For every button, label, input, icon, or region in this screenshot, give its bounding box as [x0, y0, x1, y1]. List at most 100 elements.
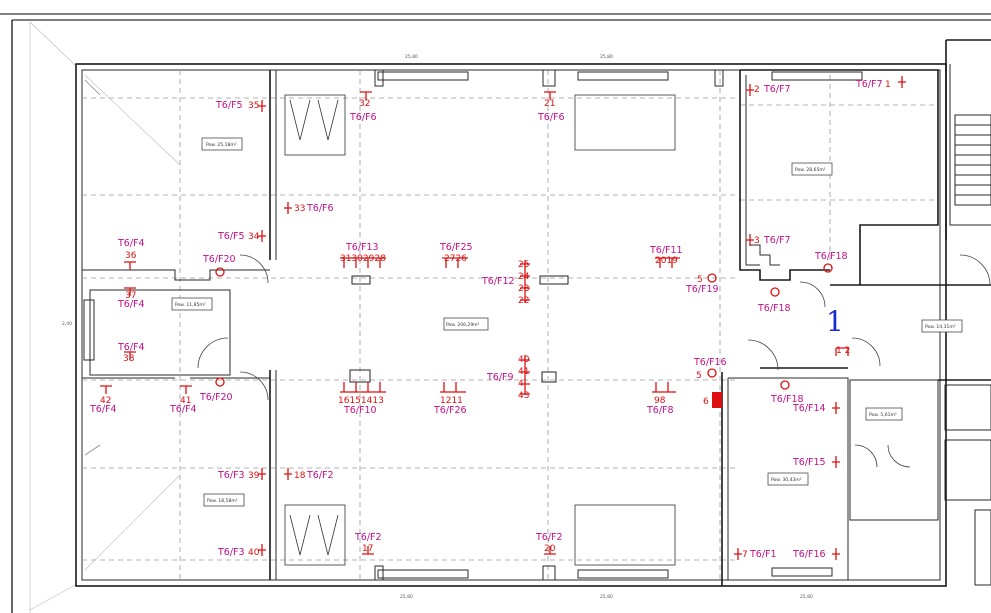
nums-f25: 2726	[444, 254, 467, 264]
entrance-marker: 1	[826, 305, 844, 338]
nums-f11: 2019	[655, 256, 678, 266]
label-f18b: T6/F18	[757, 303, 791, 314]
num-4c: 4	[518, 379, 524, 389]
ventilation-shafts	[284, 94, 676, 566]
fixture-labels: T6/F5 35 32 T6/F6 21 T6/F6 33 T6/F6 T6/F…	[89, 79, 891, 560]
num-1: 1	[885, 80, 891, 90]
label-f18c: T6/F18	[770, 394, 804, 405]
num-32: 32	[359, 99, 370, 109]
label-f6b: T6/F6	[537, 112, 565, 123]
room-area-r7: Pow. 30,43m²	[767, 472, 809, 486]
svg-text:Pow. 18,58m²: Pow. 18,58m²	[207, 498, 238, 504]
label-f4c: T6/F4	[117, 342, 145, 353]
nums-f26: 1211	[440, 396, 463, 406]
num-12: 1 2	[836, 346, 850, 356]
label-f4e: T6/F4	[169, 404, 197, 415]
num-43: 43	[518, 391, 529, 401]
room-area-r8: Pow. 18,58m²	[203, 493, 245, 507]
num-24: 24	[518, 272, 530, 282]
num-6: 6	[703, 397, 709, 407]
label-f4b: T6/F4	[117, 299, 145, 310]
label-f15: T6/F15	[792, 457, 826, 468]
fixture-markers	[100, 76, 906, 560]
label-f26: T6/F26	[433, 405, 467, 416]
label-f4d: T6/F4	[89, 404, 117, 415]
label-f8: T6/F8	[646, 405, 674, 416]
label-f19: T6/F19	[685, 284, 719, 295]
label-f7a: T6/F7	[763, 84, 791, 95]
dim-side: 2,40	[62, 321, 72, 327]
svg-text:Pow. 11,85m²: Pow. 11,85m²	[175, 302, 206, 308]
svg-text:Pow. 25,18m²: Pow. 25,18m²	[206, 142, 237, 148]
label-f14: T6/F14	[792, 403, 826, 414]
num-34: 34	[248, 232, 260, 242]
num-38: 38	[123, 354, 135, 364]
windows	[83, 71, 863, 579]
label-f2a: T6/F2	[306, 470, 334, 481]
label-f2b: T6/F2	[354, 532, 382, 543]
label-f18a: T6/F18	[814, 251, 848, 262]
nums-f10: 16151413	[338, 396, 384, 406]
num-23: 23	[518, 284, 529, 294]
label-f20b: T6/F20	[199, 392, 233, 403]
interior-walls	[82, 64, 991, 586]
dim-top-1: 25,80	[405, 54, 418, 60]
num-37: 37	[125, 291, 136, 301]
label-f2c: T6/F2	[535, 532, 563, 543]
num-33: 33	[294, 204, 305, 214]
room-area-r2: Pow. 11,85m²	[171, 297, 213, 311]
num-25: 25	[518, 260, 529, 270]
label-f6a: T6/F6	[349, 112, 377, 123]
nums-f13: 31302928	[340, 254, 386, 264]
label-f6c: T6/F6	[306, 203, 334, 214]
num-2: 2	[754, 85, 760, 95]
label-f7b: T6/F7	[855, 79, 883, 90]
label-f5a: T6/F5	[215, 100, 243, 111]
num-5b: 5	[696, 371, 702, 381]
frame-diag-top	[29, 21, 76, 66]
label-f10: T6/F10	[343, 405, 377, 416]
room-area-r1: Pow. 25,18m²	[201, 137, 243, 151]
label-f11: T6/F11	[649, 245, 683, 256]
num-21: 21	[544, 99, 555, 109]
label-f4a: T6/F4	[117, 238, 145, 249]
num-35: 35	[248, 101, 259, 111]
label-f5b: T6/F5	[217, 231, 245, 242]
num-36: 36	[125, 251, 137, 261]
num-22: 22	[518, 296, 529, 306]
num-5a: 5	[697, 275, 703, 285]
doors	[197, 254, 991, 468]
svg-text:Pow. 5,61m²: Pow. 5,61m²	[869, 412, 897, 418]
room-area-r5: Pow. 14,31m²	[921, 319, 963, 333]
svg-text:Pow. 30,43m²: Pow. 30,43m²	[771, 477, 802, 483]
label-f16b: T6/F16	[792, 549, 826, 560]
structural-grid	[82, 70, 938, 580]
svg-text:Pow. 206,29m²: Pow. 206,29m²	[446, 322, 480, 328]
svg-text:Pow. 14,31m²: Pow. 14,31m²	[925, 324, 956, 330]
label-f3a: T6/F3	[217, 470, 245, 481]
num-41: 41	[518, 367, 529, 377]
num-17: 17	[362, 544, 373, 554]
nums-f8: 98	[654, 396, 666, 406]
room-area-r4: Pow. 28,65m²	[791, 162, 833, 176]
label-f12: T6/F12	[481, 276, 515, 287]
dim-bottom-3: 25,80	[800, 594, 813, 600]
room-diagonals	[84, 74, 181, 571]
room-area-r3: Pow. 206,29m²	[443, 317, 489, 331]
dim-bottom-2: 25,80	[600, 594, 613, 600]
label-f9: T6/F9	[486, 372, 514, 383]
num-20: 20	[544, 544, 556, 554]
num-41b: 41	[180, 396, 191, 406]
label-f1: T6/F1	[749, 549, 777, 560]
label-f7c: T6/F7	[763, 235, 791, 246]
num-3: 3	[754, 236, 760, 246]
label-f13: T6/F13	[345, 242, 379, 253]
svg-text:Pow. 28,65m²: Pow. 28,65m²	[795, 167, 826, 173]
dim-bottom-1: 25,80	[400, 594, 413, 600]
num-18: 18	[294, 471, 306, 481]
stairs	[954, 114, 991, 206]
num-40b: 40	[248, 548, 260, 558]
room-area-r6: Pow. 5,61m²	[865, 407, 903, 421]
label-f25: T6/F25	[439, 242, 473, 253]
